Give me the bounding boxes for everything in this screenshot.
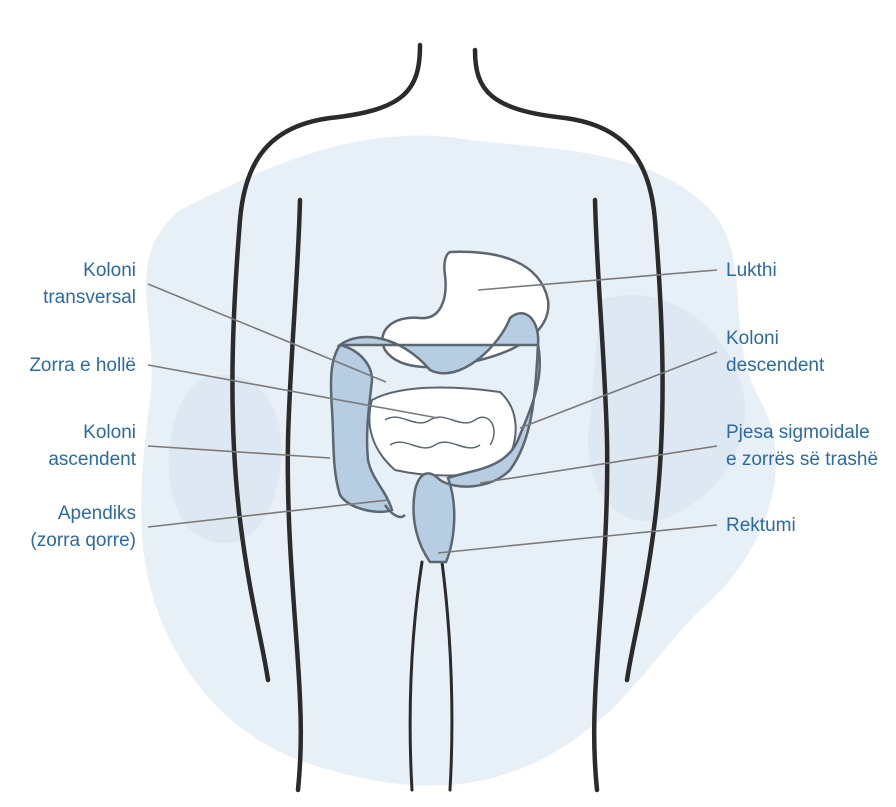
label-stomach-line1: Lukthi [726, 257, 777, 284]
label-sigmoid-colon-line2: e zorrës së trashë [726, 446, 878, 473]
label-transverse-colon: Koloni transversal [43, 257, 136, 311]
label-small-intestine: Zorra e hollë [29, 352, 136, 379]
label-sigmoid-colon-line1: Pjesa sigmoidale [726, 419, 878, 446]
label-transverse-colon-line2: transversal [43, 284, 136, 311]
label-rectum: Rektumi [726, 512, 796, 539]
label-rectum-line1: Rektumi [726, 512, 796, 539]
label-ascending-colon: Koloni ascendent [48, 419, 136, 473]
label-ascending-colon-line2: ascendent [48, 446, 136, 473]
label-appendix-line1: Apendiks [30, 500, 136, 527]
label-sigmoid-colon: Pjesa sigmoidale e zorrës së trashë [726, 419, 878, 473]
label-descending-colon: Koloni descendent [726, 325, 824, 379]
label-transverse-colon-line1: Koloni [43, 257, 136, 284]
label-appendix: Apendiks (zorra qorre) [30, 500, 136, 554]
label-stomach: Lukthi [726, 257, 777, 284]
small-intestine-shape [369, 387, 515, 475]
label-appendix-line2: (zorra qorre) [30, 527, 136, 554]
label-small-intestine-line1: Zorra e hollë [29, 352, 136, 379]
label-descending-colon-line2: descendent [726, 352, 824, 379]
label-ascending-colon-line1: Koloni [48, 419, 136, 446]
label-descending-colon-line1: Koloni [726, 325, 824, 352]
